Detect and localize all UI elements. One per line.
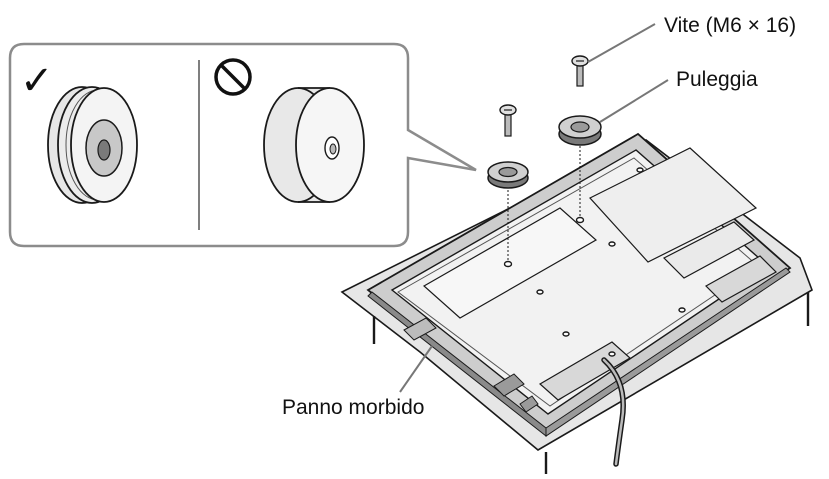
mounting-holes: [503, 167, 686, 357]
pulley-right: [558, 115, 602, 146]
inset-frame: [8, 42, 477, 248]
pulley-correct: [47, 86, 138, 204]
pulley-wrong: [263, 87, 365, 203]
screw-left: [499, 104, 517, 137]
cloth-drapes: [372, 292, 810, 474]
tv-back: [366, 132, 792, 438]
check-icon: ✓: [20, 58, 54, 104]
leader-lines: [399, 23, 669, 393]
prohibited-icon: [214, 58, 252, 96]
inset-callout: ✓: [8, 42, 477, 248]
guide-lines: [507, 142, 581, 262]
label-screw: Vite (M6 × 16): [664, 14, 796, 37]
label-pulley: Puleggia: [676, 68, 758, 91]
label-soft-cloth: Panno morbido: [282, 396, 424, 419]
screw-right: [571, 55, 589, 87]
pulley-left: [487, 161, 529, 189]
